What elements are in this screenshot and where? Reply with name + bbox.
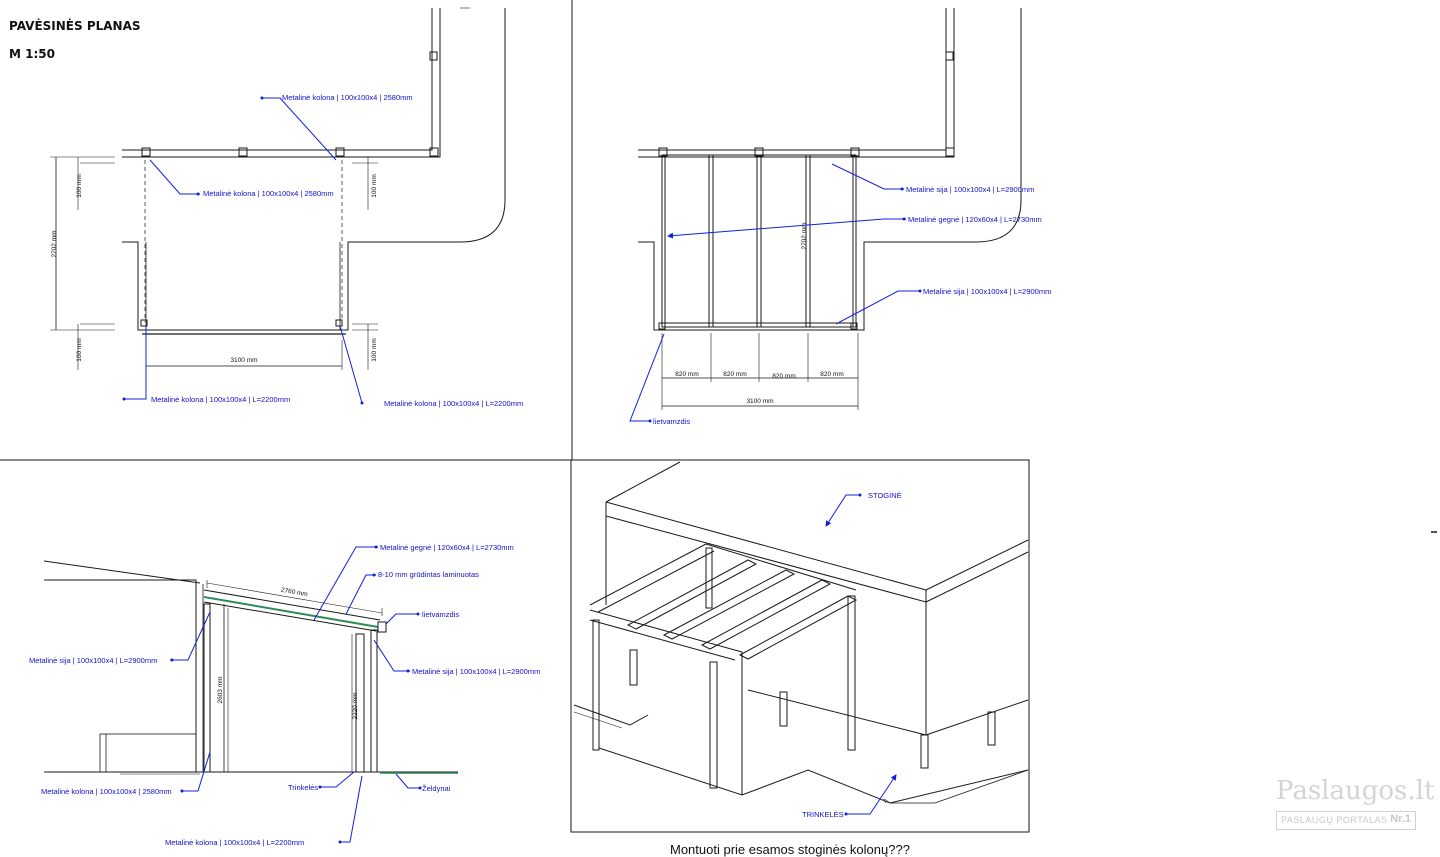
label-trinkeles: Trinkelės <box>288 783 318 792</box>
dim-span-1: 820 mm <box>675 371 698 378</box>
dim-span-2: 820 mm <box>723 371 746 378</box>
drawing-scale: M 1:50 <box>9 47 55 61</box>
view-3d: STOGINĖ TRINKELĖS <box>573 461 1029 819</box>
dim-span-3: 820 mm <box>772 373 795 380</box>
watermark-brand: Paslaugos.lt <box>1276 776 1435 806</box>
label-kolona-bottom-left: Metalinė kolona | 100x100x4 | L=2200mm <box>151 395 290 404</box>
label-gegne: Metalinė gegnė | 120x60x4 | L=2730mm <box>908 215 1042 224</box>
label-stogine: STOGINĖ <box>868 491 902 500</box>
drawing-caption: Montuoti prie esamos stoginės kolonų??? <box>670 842 910 857</box>
label-sija-left: Metalinė sija | 100x100x4 | L=2900mm <box>29 656 157 665</box>
watermark-tagline-box: PASLAUGŲ PORTALAS Nr.1 <box>1276 811 1416 830</box>
watermark: Paslaugos.lt PASLAUGŲ PORTALAS Nr.1 <box>1274 776 1434 832</box>
label-sija-right: Metalinė sija | 100x100x4 | L=2900mm <box>412 667 540 676</box>
dim-roof-length: 2760 mm <box>280 587 308 599</box>
plan-top-right: 820 mm 820 mm 820 mm 820 mm 3100 mm 2702… <box>629 8 1051 426</box>
label-trinkeles: TRINKELĖS <box>802 810 844 819</box>
label-kolona-top: Metalinė kolona | 100x100x4 | 2580mm <box>282 93 413 102</box>
label-kolona-left: Metalinė kolona | 100x100x4 | 2580mm <box>41 787 172 796</box>
dim-edge-top-right: 100 mm <box>371 174 378 197</box>
label-zeldynai: Želdynai <box>422 784 451 793</box>
label-gegne: Metalinė gegnė | 120x60x4 | L=2730mm <box>380 543 514 552</box>
dim-edge-top-left: 100 mm <box>76 174 83 197</box>
watermark-tagline: PASLAUGŲ PORTALAS <box>1281 815 1388 825</box>
dim-span-4: 820 mm <box>820 371 843 378</box>
label-kolona-left-top: Metalinė kolona | 100x100x4 | 2580mm <box>203 189 334 198</box>
section-bottom-left: 2603 mm 2220 mm 2760 mm Metalinė gegnė |… <box>29 543 540 847</box>
dim-depth: 2702 mm <box>801 222 808 249</box>
drawing-title: PAVĖSINĖS PLANAS <box>9 19 141 33</box>
dim-edge-bottom-right: 100 mm <box>371 338 378 361</box>
label-sija-top: Metalinė sija | 100x100x4 | L=2900mm <box>906 185 1034 194</box>
label-kolona-bottom-right: Metalinė kolona | 100x100x4 | L=2200mm <box>384 399 523 408</box>
dim-width: 3100 mm <box>230 357 257 364</box>
dim-height-right: 2220 mm <box>352 692 359 719</box>
label-sija-bottom: Metalinė sija | 100x100x4 | L=2900mm <box>923 287 1051 296</box>
label-lietvamzdis: lietvamzdis <box>422 610 459 619</box>
label-kolona-bottom: Metalinė kolona | 100x100x4 | L=2200mm <box>165 838 304 847</box>
watermark-badge: Nr.1 <box>1390 813 1411 825</box>
label-laminuotas: 8-10 mm grūdintas laminuotas <box>378 570 479 579</box>
plan-top-left: 2702 mm 100 mm 100 mm 100 mm 100 mm 3100… <box>50 7 523 408</box>
dim-edge-bottom-left: 100 mm <box>76 338 83 361</box>
label-lietvamzdis: lietvamzdis <box>653 417 690 426</box>
dim-depth: 2702 mm <box>51 230 58 257</box>
sheet-separators <box>0 0 1030 833</box>
dim-height-left: 2603 mm <box>217 676 224 703</box>
dim-width: 3100 mm <box>746 398 773 405</box>
